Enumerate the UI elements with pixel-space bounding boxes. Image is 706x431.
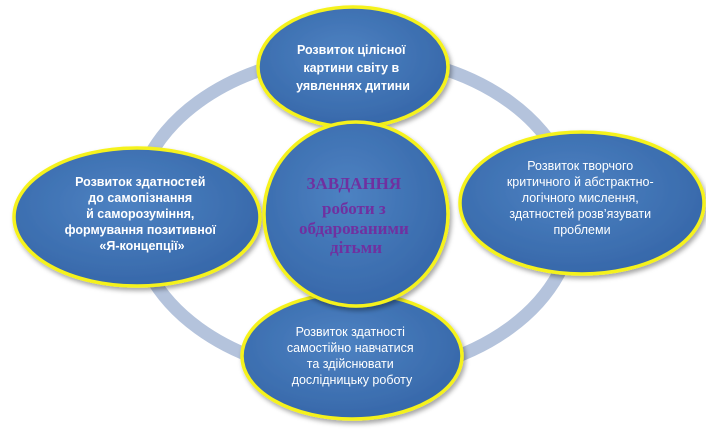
node-left-line: формування позитивної: [65, 223, 217, 237]
node-top-line: картини світу в: [303, 61, 399, 75]
node-right: [458, 130, 706, 276]
node-right-line: здатностей розв’язувати: [509, 207, 651, 221]
center-title: ЗАВДАННЯ роботи з обдарованими дітьми: [299, 174, 413, 257]
node-bottom-ellipse: [240, 291, 464, 421]
node-top-line: уявленнях дитини: [296, 79, 410, 93]
node-left-line: й саморозуміння,: [86, 207, 194, 221]
node-left: [12, 146, 262, 288]
node-top-text: Розвиток цілісної картини світу в уявлен…: [296, 43, 410, 93]
node-left-ellipse: [12, 146, 262, 288]
node-bottom-line: самостійно навчатися: [287, 341, 414, 355]
node-center: [262, 120, 450, 308]
node-bottom: [240, 291, 464, 421]
center-line: ЗАВДАННЯ: [307, 174, 402, 193]
node-left-text: Розвиток здатностей до самопізнання й са…: [65, 175, 220, 253]
center-line: обдарованими: [299, 219, 409, 238]
node-right-line: проблеми: [553, 223, 610, 237]
node-left-line: Розвиток здатностей: [75, 175, 205, 189]
node-left-line: «Я-концепції»: [99, 239, 184, 253]
node-right-text: Розвиток творчого критичного й абстрактн…: [507, 159, 657, 237]
node-right-line: критичного й абстрактно-: [507, 175, 654, 189]
node-bottom-line: дослідницьку роботу: [292, 373, 413, 387]
node-top-line: Розвиток цілісної: [297, 43, 406, 57]
node-center-circle: [262, 120, 450, 308]
node-bottom-line: та здійснювати: [307, 357, 394, 371]
center-line: роботи з: [322, 199, 386, 218]
node-bottom-line: Розвиток здатності: [296, 325, 405, 339]
center-line: дітьми: [330, 238, 382, 257]
node-left-line: до самопізнання: [88, 191, 192, 205]
node-bottom-text: Розвиток здатності самостійно навчатися …: [287, 325, 417, 387]
node-right-line: Розвиток творчого: [527, 159, 633, 173]
node-right-line: логічного мислення,: [522, 191, 639, 205]
node-right-ellipse: [458, 130, 706, 276]
